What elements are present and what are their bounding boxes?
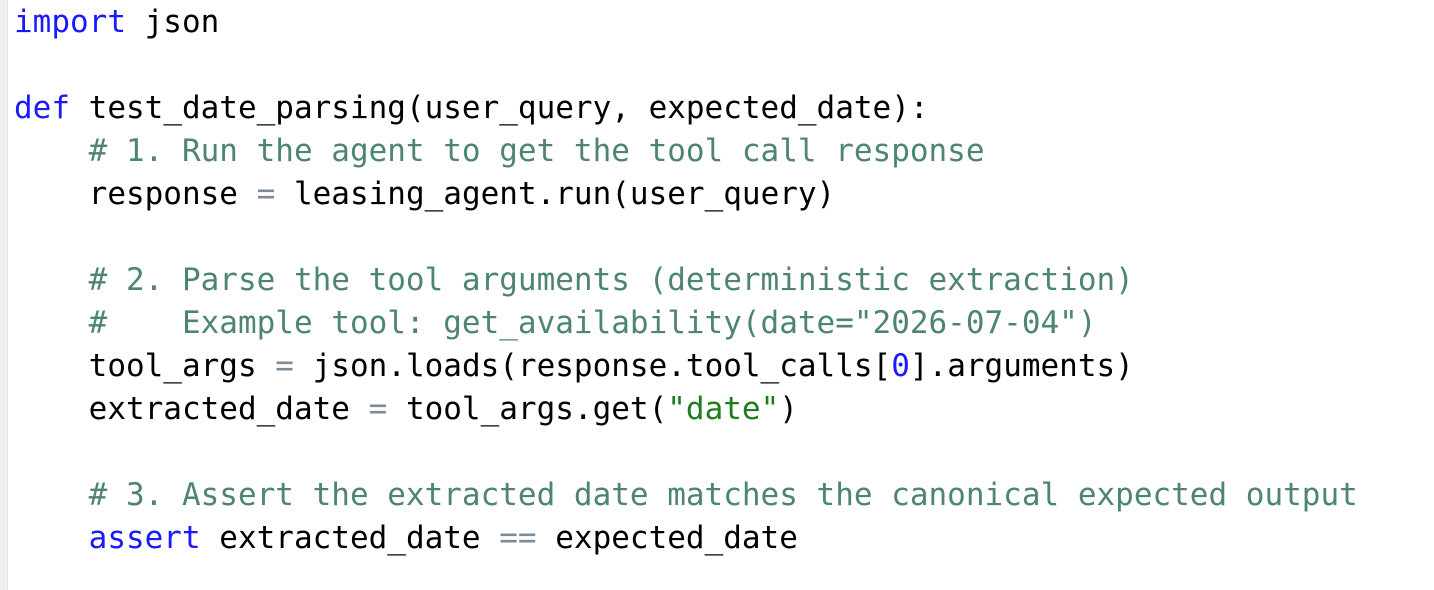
code-token-default: expected_date — [536, 520, 798, 556]
code-token-default: extracted_date — [14, 391, 369, 427]
code-line: response = leasing_agent.run(user_query) — [14, 173, 1434, 216]
code-token-default: json — [125, 4, 220, 40]
code-token-keyword: assert — [88, 520, 201, 556]
code-line: # Example tool: get_availability(date="2… — [14, 302, 1434, 345]
code-line — [14, 44, 1434, 87]
code-token-operator: == — [499, 520, 537, 556]
code-token-default — [14, 262, 89, 298]
code-token-default: extracted_date — [200, 520, 500, 556]
code-token-comment: # Example tool: get_availability(date="2… — [88, 305, 1097, 341]
code-token-keyword: import — [14, 4, 126, 40]
code-token-default: ) — [779, 391, 798, 427]
code-token-default: response — [14, 176, 257, 212]
code-token-comment: # 3. Assert the extracted date matches t… — [88, 477, 1358, 513]
code-line: # 2. Parse the tool arguments (determini… — [14, 259, 1434, 302]
code-token-string: "date" — [667, 391, 780, 427]
code-line: # 3. Assert the extracted date matches t… — [14, 474, 1434, 517]
code-token-comment: # 1. Run the agent to get the tool call … — [88, 133, 985, 169]
code-token-default: tool_args — [14, 348, 276, 384]
code-line — [14, 216, 1434, 259]
code-token-number: 0 — [891, 348, 910, 384]
code-token-comment: # 2. Parse the tool arguments (determini… — [88, 262, 1134, 298]
code-token-default: ].arguments) — [909, 348, 1134, 384]
code-line: def test_date_parsing(user_query, expect… — [14, 87, 1434, 130]
page-left-gutter — [0, 0, 8, 590]
code-line: extracted_date = tool_args.get("date") — [14, 388, 1434, 431]
code-block: import json def test_date_parsing(user_q… — [14, 1, 1434, 560]
code-token-keyword: def — [14, 90, 70, 126]
code-token-default — [14, 520, 89, 556]
code-line — [14, 431, 1434, 474]
code-line: tool_args = json.loads(response.tool_cal… — [14, 345, 1434, 388]
code-line: # 1. Run the agent to get the tool call … — [14, 130, 1434, 173]
code-token-default — [14, 477, 89, 513]
code-token-default: json.loads(response.tool_calls[ — [293, 348, 892, 384]
code-token-default — [14, 133, 89, 169]
code-token-default — [14, 305, 89, 341]
code-token-default: leasing_agent.run(user_query) — [275, 176, 836, 212]
code-line: assert extracted_date == expected_date — [14, 517, 1434, 560]
code-token-operator: = — [275, 348, 294, 384]
code-token-operator: = — [256, 176, 276, 212]
code-token-default: test_date_parsing(user_query, expected_d… — [70, 90, 929, 126]
code-line: import json — [14, 1, 1434, 44]
code-token-operator: = — [368, 391, 388, 427]
code-token-default: tool_args.get( — [387, 391, 668, 427]
